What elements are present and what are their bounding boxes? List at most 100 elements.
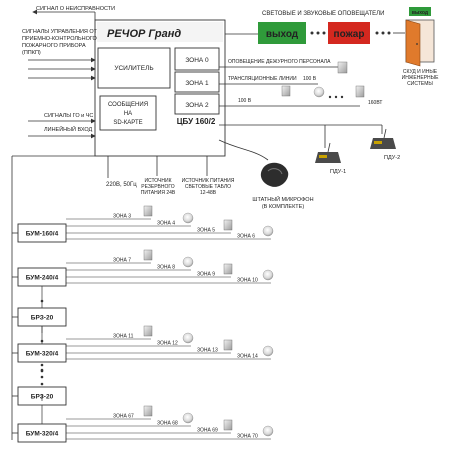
- wall-speaker-icon: [143, 405, 153, 417]
- continuation-dot: [40, 382, 44, 386]
- zone-label: ЗОНА 6: [237, 234, 255, 240]
- wall-speaker-icon: [143, 249, 153, 261]
- door-caption-2: ИНЖЕНЕРНЫЕ: [402, 75, 439, 81]
- door-exit-sign: [409, 7, 431, 16]
- control-signal-line-2: ПРИЕМНО-КОНТРОЛЬНОГО: [22, 36, 98, 42]
- module-label: БУМ-160/4: [26, 231, 59, 238]
- staff-alert-label: ОПОВЕЩЕНИЕ ДЕЖУРНОГО ПЕРСОНАЛА: [228, 59, 331, 65]
- w160-label: 160ВТ: [368, 100, 382, 106]
- door-icon: [405, 19, 435, 67]
- cbu-logo-band: [97, 22, 223, 42]
- ceiling-speaker-icon: [262, 345, 274, 357]
- broadcast-label: ТРАНСЛЯЦИОННЫЕ ЛИНИИ: [228, 76, 297, 82]
- ceiling-speaker-icon: [262, 225, 274, 237]
- zone-label: ЗОНА 8: [157, 265, 175, 271]
- control-signal-line-4: (ППКП): [22, 50, 41, 56]
- zone-0-label: ЗОНА 0: [185, 57, 209, 64]
- wall-speaker-icon: [223, 419, 233, 431]
- mains-label: 220В, 50Гц: [106, 182, 137, 188]
- announcer-dots-2: [375, 31, 391, 35]
- module-label: БУМ-240/4: [26, 275, 59, 282]
- door-exit-label: выход: [412, 10, 429, 16]
- control-signal-line-3: ПОЖАРНОГО ПРИБОРА: [22, 43, 86, 49]
- door-caption-1: СКУД И ИНЫЕ: [403, 69, 438, 75]
- wall-speaker-icon: [281, 85, 291, 97]
- fault-signal-label: СИГНАЛ О НЕИСПРАВНОСТИ: [36, 6, 115, 12]
- line-in-label: ЛИНЕЙНЫЙ ВХОД: [44, 125, 93, 133]
- zone-label: ЗОНА 14: [237, 354, 258, 360]
- amplifier-block: [97, 47, 171, 89]
- module-label: БРЗ-20: [31, 315, 54, 322]
- zone-label: ЗОНА 68: [157, 421, 178, 427]
- messages-line-3: SD-КАРТЕ: [113, 120, 142, 126]
- pdu1-console-icon: [315, 142, 341, 163]
- zone-label: ЗОНА 7: [113, 258, 131, 264]
- zone-label: ЗОНА 12: [157, 341, 178, 347]
- ceiling-speaker-icon: [182, 212, 194, 224]
- zone-label: ЗОНА 69: [197, 428, 218, 434]
- wall-speaker-icon: [355, 85, 365, 98]
- continuation-dot: [40, 369, 44, 373]
- backup-line-2: РЕЗЕРВНОГО: [141, 184, 175, 190]
- backup-line-3: ПИТАНИЯ 24В: [141, 190, 176, 196]
- zone-label: ЗОНА 13: [197, 348, 218, 354]
- announcers-title: СВЕТОВЫЕ И ЗВУКОВЫЕ ОПОВЕЩАТЕЛИ: [262, 11, 384, 17]
- zone-label: ЗОНА 9: [197, 272, 215, 278]
- fire-sign-label: пожар: [334, 29, 365, 40]
- zone-label: ЗОНА 10: [237, 278, 258, 284]
- cbu-model-label: ЦБУ 160/2: [177, 117, 216, 126]
- zone-label: ЗОНА 5: [197, 228, 215, 234]
- ceiling-speaker-icon: [182, 256, 194, 268]
- continuation-dot: [40, 363, 44, 367]
- zone-1-label: ЗОНА 1: [185, 80, 209, 87]
- v100-label-a: 100 В: [303, 76, 317, 82]
- brand-logo: РЕЧОР Гранд: [107, 28, 181, 40]
- microphone-label-2: (В КОМПЛЕКТЕ): [262, 204, 304, 210]
- lightboard-line-3: 12-48В: [200, 190, 217, 196]
- messages-line-1: СООБЩЕНИЯ: [108, 102, 148, 108]
- wall-speaker-icon: [223, 263, 233, 275]
- ceiling-speaker-icon: [182, 332, 194, 344]
- control-signal-line-1: СИГНАЛЫ УПРАВЛЕНИЯ ОТ: [22, 29, 98, 35]
- exit-sign-label: выход: [266, 29, 299, 40]
- module-label: БУМ-320/4: [26, 431, 59, 438]
- ceiling-speaker-icon: [262, 269, 274, 281]
- pdu2-label: ПДУ-2: [384, 155, 400, 161]
- v100-label-b: 100 В: [238, 98, 252, 104]
- zone-label: ЗОНА 70: [237, 434, 258, 440]
- lightboard-line-2: СВЕТОВЫЕ ТАБЛО: [185, 184, 231, 190]
- exit-sign: [258, 22, 306, 44]
- messages-line-2: НА: [124, 111, 132, 117]
- lightboard-line-1: ИСТОЧНИК ПИТАНИЯ: [182, 178, 235, 184]
- wall-speaker-icon: [337, 61, 348, 74]
- amplifier-label: УСИЛИТЕЛЬ: [114, 65, 153, 72]
- zone-label: ЗОНА 4: [157, 221, 175, 227]
- wall-speaker-icon: [143, 325, 153, 337]
- go-chs-label: СИГНАЛЫ ГО и ЧС: [44, 113, 93, 119]
- zone-label: ЗОНА 3: [113, 214, 131, 220]
- zone-0-block: [174, 47, 220, 71]
- pdu2-console-icon: [370, 128, 396, 149]
- wall-speaker-icon: [143, 205, 153, 217]
- door-caption-3: СИСТЕМЫ: [407, 81, 433, 87]
- microphone-label-1: ШТАТНЫЙ МИКРОФОН: [252, 195, 313, 203]
- zone-1-block: [174, 71, 220, 93]
- wall-speaker-icon: [223, 339, 233, 351]
- fire-sign: [328, 22, 370, 44]
- backup-line-1: ИСТОЧНИК: [144, 178, 171, 184]
- ceiling-speaker-icon: [313, 86, 325, 98]
- ceiling-speaker-icon: [182, 412, 194, 424]
- mic-cable: [218, 139, 269, 161]
- module-label: БУМ-320/4: [26, 351, 59, 358]
- pdu1-label: ПДУ-1: [330, 169, 346, 175]
- ceiling-speaker-icon: [262, 425, 274, 437]
- zone-label: ЗОНА 11: [113, 334, 134, 340]
- wall-speaker-icon: [223, 219, 233, 231]
- zone-2-label: ЗОНА 2: [185, 102, 209, 109]
- sd-messages-block: [99, 95, 157, 131]
- zone-label: ЗОНА 67: [113, 414, 134, 420]
- microphone-icon: [260, 162, 289, 187]
- zone-2-block: [174, 93, 220, 115]
- modules-layer: БУМ-160/4 ЗОНА 3 ЗОНА 4 ЗОНА 5 ЗОНА 6 БУМ-240…: [12, 205, 274, 443]
